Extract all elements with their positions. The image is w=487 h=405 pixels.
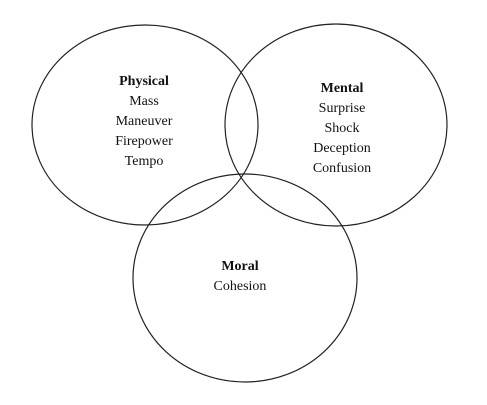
mental-item-deception: Deception [313,141,371,156]
physical-item-firepower: Firepower [115,134,173,149]
physical-item-tempo: Tempo [124,154,164,169]
physical-group: Physical Mass Maneuver Firepower Tempo [94,72,194,172]
circle-mental [224,23,448,227]
circle-physical [31,24,259,226]
moral-item-cohesion: Cohesion [213,279,267,294]
mental-group: Mental Surprise Shock Deception Confusio… [292,79,392,179]
mental-item-shock: Shock [324,121,360,136]
mental-item-surprise: Surprise [318,101,366,116]
physical-item-mass: Mass [129,94,159,109]
mental-heading: Mental [320,81,364,96]
moral-group: Moral Cohesion [190,257,290,297]
physical-heading: Physical [119,74,169,89]
moral-heading: Moral [221,259,259,274]
circle-moral [132,173,358,383]
physical-item-maneuver: Maneuver [115,114,173,129]
mental-item-confusion: Confusion [312,161,372,176]
